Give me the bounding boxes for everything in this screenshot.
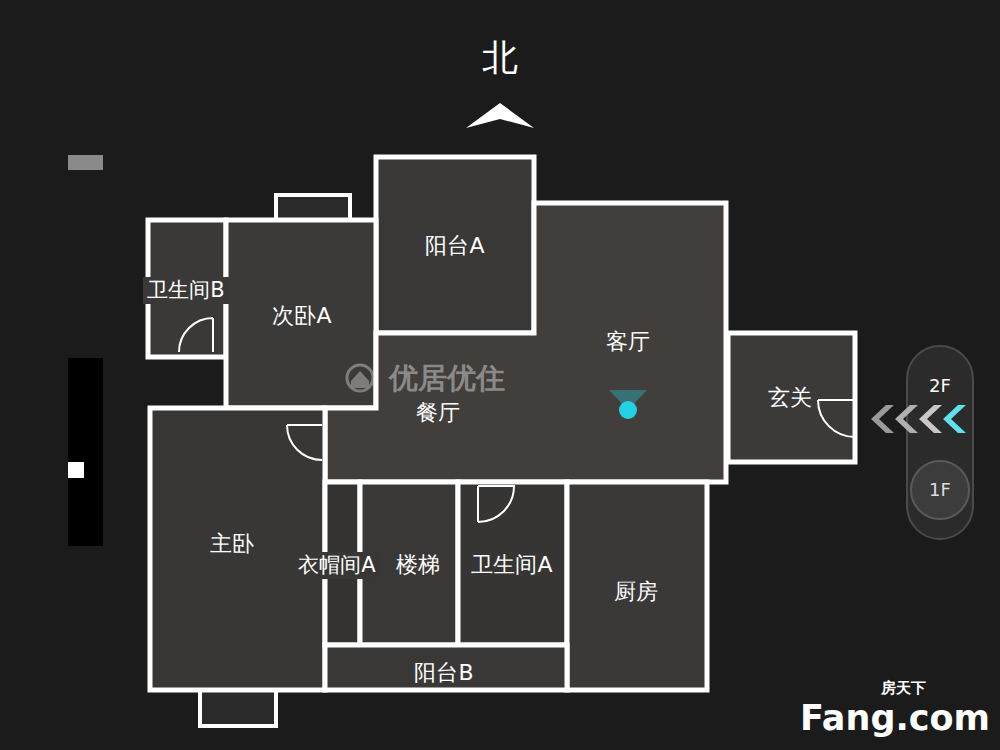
slider-bar	[68, 358, 103, 546]
door-arc	[179, 318, 213, 352]
entry-room	[728, 333, 855, 462]
node-text: 卫生间B	[147, 278, 224, 303]
doors	[179, 318, 855, 522]
node-text: 客厅	[606, 329, 650, 355]
room-label: 阳台A	[421, 232, 488, 260]
room-label: 阳台B	[410, 659, 477, 687]
room-label: 次卧A	[268, 302, 335, 330]
bathroom-a-room	[458, 482, 567, 645]
walls	[148, 157, 855, 726]
node-text: 楼梯	[396, 552, 440, 578]
node-text: 玄关	[768, 385, 812, 411]
room-label: 卫生间A	[467, 551, 556, 579]
room-label: 客厅	[602, 328, 654, 356]
node-text: 1F	[912, 462, 968, 518]
room-label: 主卧	[206, 530, 258, 558]
balcony-b-room	[325, 645, 567, 690]
node-text: 主卧	[210, 531, 254, 557]
door-arc	[478, 486, 514, 522]
master-bedroom-room	[150, 408, 325, 690]
floor-switch: 2F 1F	[906, 345, 974, 540]
watermark-logo	[347, 365, 373, 391]
scale-mark	[68, 155, 103, 170]
bay-window	[200, 690, 276, 726]
balcony-a-room	[376, 157, 534, 333]
slider-knob	[68, 462, 84, 478]
window	[276, 195, 350, 220]
node-text: 2F	[908, 375, 972, 397]
room-label: 卫生间B	[143, 277, 228, 304]
kitchen-room	[567, 482, 707, 690]
logo-text: 房天下	[881, 679, 926, 698]
node-text: 衣帽间A	[298, 553, 375, 578]
node-text: 阳台B	[414, 660, 473, 686]
node-text: 餐厅	[416, 400, 460, 426]
node-text: 厨房	[614, 579, 658, 605]
north-label: 北	[482, 38, 518, 78]
node-text: 卫生间A	[471, 552, 552, 578]
bedroom-a-room	[226, 220, 376, 408]
viewer-dot	[619, 401, 637, 419]
node-text: 次卧A	[272, 303, 331, 329]
door-arc	[287, 425, 322, 460]
living-dining-room	[325, 203, 726, 482]
floor-button: 1F	[910, 460, 970, 520]
room-label: 餐厅	[412, 399, 464, 427]
watermark: 优居优住	[389, 362, 505, 395]
chevrons	[871, 405, 966, 433]
room-label: 楼梯	[392, 551, 444, 579]
bathroom-b-room	[148, 220, 226, 357]
node-text: 阳台A	[425, 233, 484, 259]
room-label: 玄关	[764, 384, 816, 412]
north-chevron	[466, 103, 534, 128]
room-label: 厨房	[610, 578, 662, 606]
door-arc	[818, 400, 855, 437]
room-label: 衣帽间A	[294, 552, 379, 579]
logo-text: Fang.com	[800, 699, 990, 738]
